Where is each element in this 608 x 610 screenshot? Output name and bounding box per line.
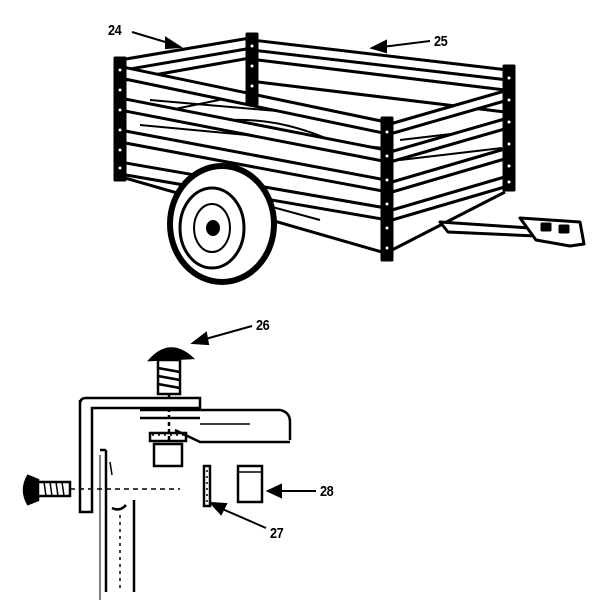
arrow-26-icon (190, 331, 210, 346)
angle-bracket (78, 396, 202, 514)
arrow-24-icon (165, 36, 184, 50)
callout-part-26: 26 (256, 317, 270, 334)
truss-bolt-head (22, 474, 40, 506)
cart-body (113, 32, 586, 262)
hex-nut (152, 442, 184, 468)
leader-arrows (131, 31, 431, 529)
callout-part-24: 24 (108, 22, 122, 39)
wheel (167, 163, 277, 285)
corner-stake-right (502, 64, 516, 192)
callout-part-25: 25 (434, 33, 448, 50)
lock-washer (148, 431, 188, 443)
hitch-tongue (438, 220, 538, 238)
hitch-plate (518, 216, 586, 248)
corner-stake-left (113, 56, 127, 182)
callout-part-28: 28 (320, 483, 334, 500)
arrow-25-icon (369, 39, 387, 54)
corner-stake-back (245, 32, 259, 106)
arrow-27-icon (208, 501, 228, 516)
callout-part-27: 27 (270, 525, 284, 542)
hub-icon (206, 220, 220, 236)
carriage-bolt-head (147, 347, 196, 362)
truss-bolt-shank (36, 480, 72, 498)
side-board-24 (118, 36, 254, 72)
hardware-detail (22, 347, 292, 600)
split-washer (202, 464, 212, 508)
corner-stake-front (380, 116, 394, 262)
arrow-28-icon (265, 483, 282, 499)
